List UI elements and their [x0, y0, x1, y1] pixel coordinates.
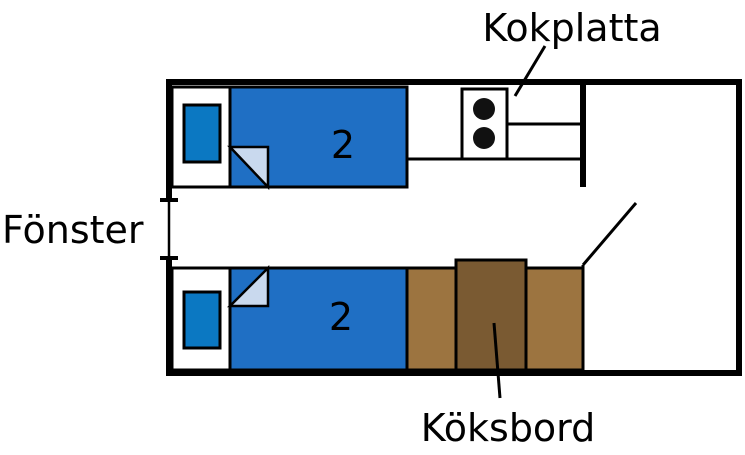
stove-leader-line [513, 45, 547, 97]
top-bed-number: 2 [331, 123, 355, 167]
door [581, 202, 638, 266]
bottom-bed-sheet-fold [226, 264, 270, 308]
bottom-bed: 2 [170, 264, 409, 372]
bottom-bed-number: 2 [329, 295, 353, 339]
window [160, 198, 178, 260]
kitchen-counter [407, 85, 586, 187]
top-bed-pillow [182, 103, 222, 164]
kitchen-table [454, 258, 528, 372]
stove-burner-top [473, 98, 495, 120]
bottom-bed-pillow [182, 290, 222, 350]
table-leader-line [492, 322, 502, 399]
top-bed-sheet-fold [227, 145, 270, 191]
dining-area [405, 258, 585, 372]
window-label: Fönster [2, 208, 144, 252]
stove-burner-bottom [473, 127, 495, 149]
stove-label: Kokplatta [482, 6, 661, 50]
door-leaf [581, 202, 638, 266]
top-bed: 2 [170, 85, 409, 191]
table-label: Köksbord [421, 406, 596, 450]
